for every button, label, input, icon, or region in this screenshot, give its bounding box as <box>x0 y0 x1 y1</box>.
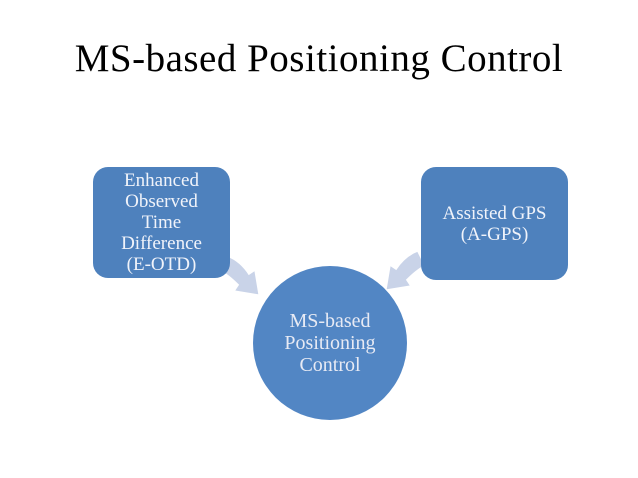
node-ms-based-positioning-control: MS-based Positioning Control <box>253 266 407 420</box>
bent-arrow-down-left-icon <box>386 251 425 290</box>
node-eotd-line: Time <box>141 212 182 233</box>
node-eotd-line: Enhanced <box>124 170 199 191</box>
node-eotd-line: (E-OTD) <box>126 254 197 275</box>
node-eotd: Enhanced Observed Time Difference (E-OTD… <box>93 167 230 278</box>
node-center-line: Positioning <box>284 332 376 354</box>
node-agps-line: Assisted GPS <box>442 202 547 224</box>
node-center-line: MS-based <box>289 310 371 332</box>
node-agps-line: (A-GPS) <box>460 223 529 245</box>
node-center-line: Control <box>299 354 361 376</box>
node-eotd-line: Observed <box>125 191 198 212</box>
bent-arrow-down-right-icon <box>220 256 259 295</box>
node-eotd-line: Difference <box>121 233 202 254</box>
node-agps: Assisted GPS (A-GPS) <box>421 167 568 280</box>
slide-title: MS-based Positioning Control <box>74 37 564 80</box>
